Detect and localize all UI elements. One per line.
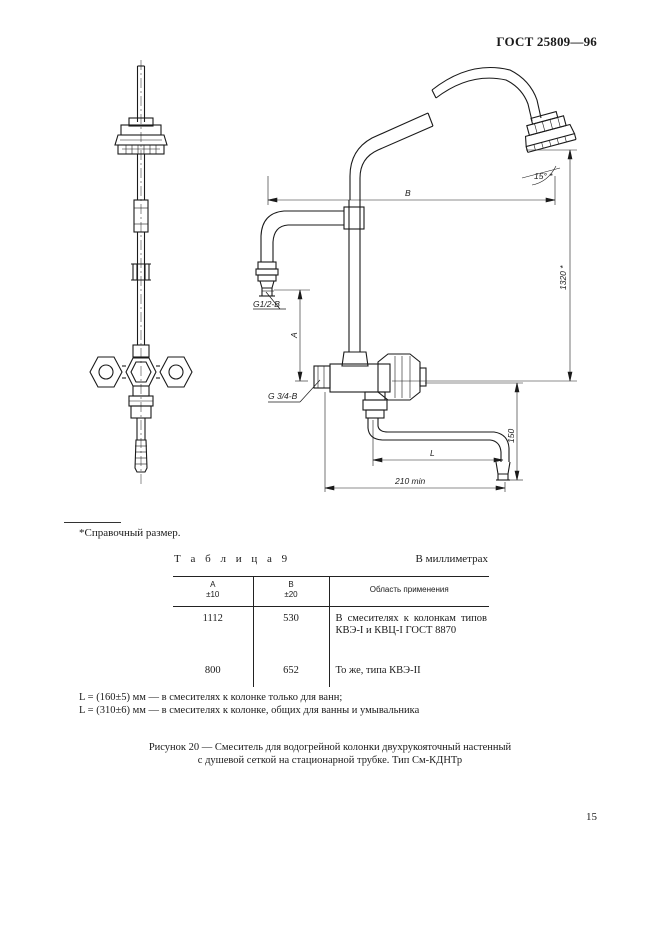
dim-angle-15: 15° * [534, 171, 553, 181]
table-row: 800 652 То же, типа КВЭ-II [173, 659, 489, 687]
mixer-technical-drawing: B 1320 * 15° * G1/2-B A G 3/4-B L 150 21… [89, 60, 577, 492]
dim-g12b: G1/2-B [253, 299, 280, 309]
cell-a: 1112 [173, 606, 254, 659]
dim-a: A [289, 332, 299, 339]
dim-1320: 1320 * [558, 265, 568, 290]
figure-caption: Рисунок 20 — Смеситель для водогрейной к… [80, 741, 580, 767]
note-l-bath: L = (160±5) мм — в смесителях к колонке … [79, 692, 343, 703]
dim-g34b: G 3/4-B [268, 391, 298, 401]
table-caption: Т а б л и ц а 9 [174, 553, 291, 565]
footnote: *Справочный размер. [79, 527, 181, 539]
cell-b: 652 [253, 659, 330, 687]
front-view [89, 60, 193, 485]
cell-a: 800 [173, 659, 254, 687]
cell-b: 530 [253, 606, 330, 659]
header-a-tolerance: ±10 [206, 590, 220, 599]
dim-b: B [405, 188, 411, 198]
header-a-name: A [210, 580, 216, 589]
notes: L = (160±5) мм — в смесителях к колонке … [79, 691, 419, 717]
note-l-common: L = (310±6) мм — в смесителях к колонке,… [79, 705, 420, 716]
cell-area: В смесителях к колонкам типов КВЭ-I и КВ… [335, 613, 488, 636]
figure-caption-line1: Рисунок 20 — Смеситель для водогрейной к… [148, 742, 512, 753]
table-row: 1112 530 В смесителях к колонкам типов К… [173, 606, 489, 659]
header-b-tolerance: ±20 [284, 590, 298, 599]
footnote-rule [64, 522, 121, 523]
header-b: B ±20 [253, 576, 330, 607]
header-a: A ±10 [173, 576, 254, 607]
dim-210-min: 210 min [394, 476, 426, 486]
figure-caption-line2: с душевой сеткой на стационарной трубке.… [197, 755, 463, 766]
page-number: 15 [586, 811, 597, 823]
header-b-name: B [288, 580, 294, 589]
header-area: Область применения [329, 576, 489, 607]
table-9: A ±10 B ±20 Область применения 1112 530 … [173, 576, 489, 687]
dim-150: 150 [506, 429, 516, 443]
dim-l: L [430, 448, 435, 458]
side-view: B 1320 * 15° * G1/2-B A G 3/4-B L 150 21… [253, 67, 577, 492]
standard-header: ГОСТ 25809—96 [496, 34, 597, 49]
cell-area: То же, типа КВЭ-II [335, 665, 421, 676]
table-units: В миллиметрах [415, 553, 488, 565]
